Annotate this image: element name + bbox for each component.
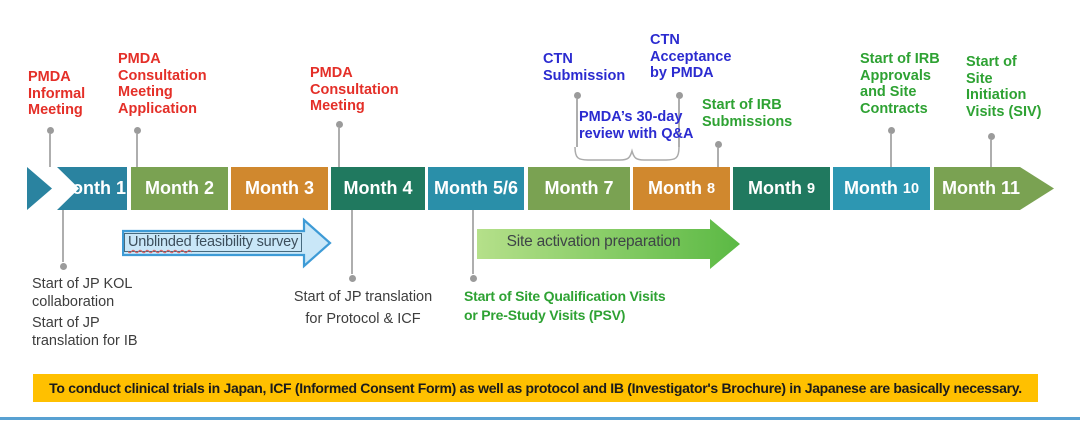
connector-line: [49, 134, 51, 167]
connector-dot: [133, 126, 141, 134]
label-start-site-qualification-visits: Start of Site Qualification Visits or Pr…: [464, 288, 666, 323]
label-start-irb-approvals-site-contracts: Start of IRB Approvals and Site Contract…: [860, 51, 940, 118]
connector-dot: [469, 274, 477, 282]
footnote-text: To conduct clinical trials in Japan, ICF…: [49, 380, 1022, 396]
feasibility-survey-label: Unblinded feasibility survey: [124, 233, 303, 252]
unblinded-feasibility-survey-arrow: Unblinded feasibility survey: [122, 217, 332, 269]
footnote-banner: To conduct clinical trials in Japan, ICF…: [33, 374, 1038, 402]
label-pmda-consultation-meeting-application: PMDA Consultation Meeting Application: [118, 51, 207, 118]
connector-dot: [887, 126, 895, 134]
right-arrow-shape: [477, 219, 740, 269]
label-pmda-informal-meeting: PMDA Informal Meeting: [28, 69, 86, 119]
month-1-chevron-shape: [27, 167, 127, 210]
bottom-divider-line: [0, 417, 1080, 420]
label-start-jp-translation-protocol-icf: Start of JP translation for Protocol & I…: [293, 289, 433, 328]
connector-line: [136, 134, 138, 167]
connector-line: [678, 99, 680, 147]
connector-line: [351, 210, 353, 274]
site-activation-label: Site activation preparation: [506, 233, 681, 250]
connector-dot: [46, 126, 54, 134]
label-start-jp-kol-collaboration: Start of JP KOL collaboration: [32, 276, 133, 311]
connector-line: [472, 210, 474, 274]
label-ctn-submission: CTN Submission: [543, 51, 626, 84]
label-pmda-consultation-meeting: PMDA Consultation Meeting: [310, 65, 399, 115]
connector-line: [890, 134, 892, 167]
connector-line: [338, 128, 340, 167]
connector-dot: [335, 120, 343, 128]
connector-line: [717, 148, 719, 167]
connector-line: [990, 140, 992, 167]
label-pmda-30-day-review: PMDA’s 30-day review with Q&A: [579, 109, 694, 142]
label-start-site-initiation-visits: Start of Site Initiation Visits (SIV): [966, 54, 1042, 121]
label-start-irb-submissions: Start of IRB Submissions: [702, 97, 793, 130]
connector-dot: [348, 274, 356, 282]
review-span-bracket: [574, 146, 680, 161]
label-start-jp-translation-ib: Start of JP translation for IB: [32, 315, 138, 350]
right-arrow-shape: [122, 217, 332, 269]
connector-dot: [59, 262, 67, 270]
connector-dot: [987, 132, 995, 140]
connector-dot: [573, 91, 581, 99]
site-activation-preparation-arrow: Site activation preparation: [477, 218, 741, 270]
connector-dot: [714, 140, 722, 148]
label-ctn-acceptance-by-pmda: CTN Acceptance by PMDA: [650, 32, 732, 82]
connector-dot: [675, 91, 683, 99]
connector-line: [576, 99, 578, 147]
connector-line: [62, 210, 64, 262]
